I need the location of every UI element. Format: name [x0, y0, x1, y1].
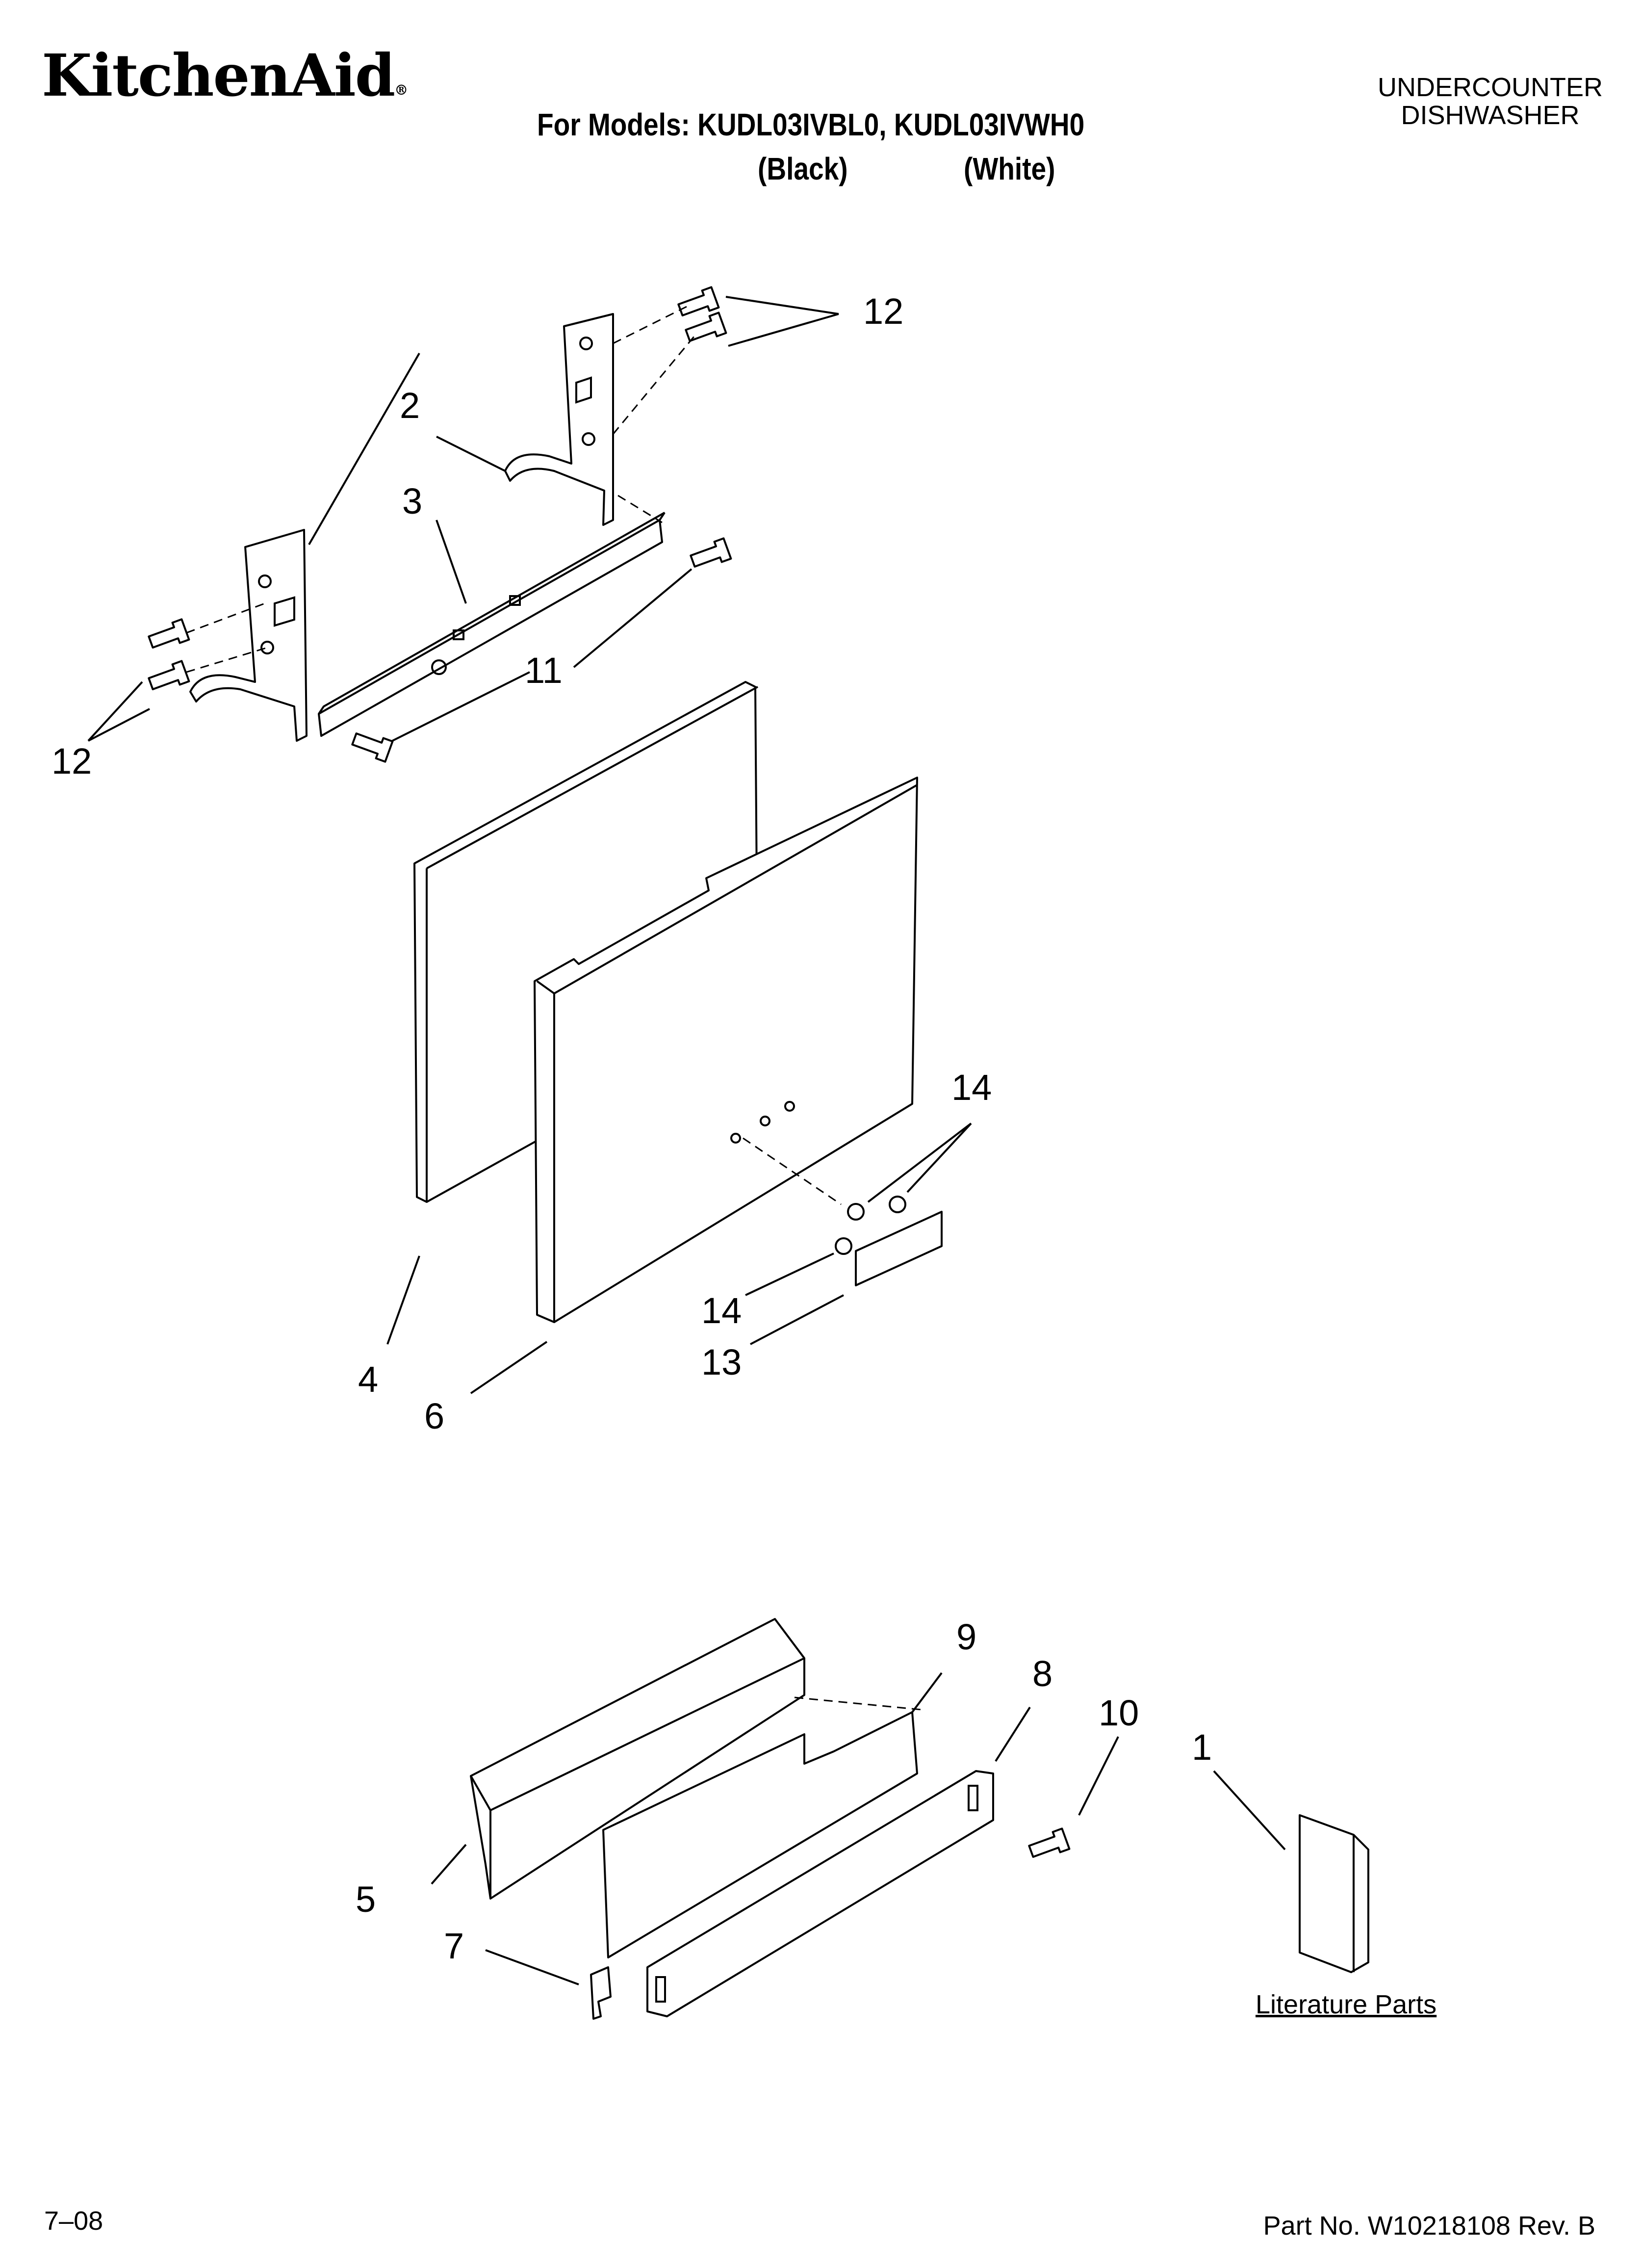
toe-insulation [602, 1711, 918, 1958]
kick-plate [646, 1770, 994, 2017]
callout-1: 1 [1192, 1727, 1212, 1768]
nuts-and-badge [835, 1196, 943, 1286]
hinge-bracket-left [189, 529, 308, 742]
callout-4: 4 [358, 1359, 379, 1400]
callout-13: 13 [701, 1342, 742, 1382]
date-code: 7–08 [44, 2206, 103, 2236]
callout-12-top: 12 [863, 291, 904, 332]
variant-white-label: (White) [964, 151, 1055, 186]
product-type: UNDERCOUNTER DISHWASHER [1378, 74, 1603, 129]
outer-door-panel [534, 777, 918, 1323]
callout-11: 11 [525, 650, 563, 691]
callout-12-left: 12 [51, 741, 92, 782]
callout-7: 7 [444, 1926, 464, 1966]
product-line-2: DISHWASHER [1401, 100, 1580, 130]
variant-black-label: (Black) [758, 151, 848, 186]
literature-booklet-icon [1299, 1814, 1369, 1973]
hinge-bracket-right [504, 313, 614, 526]
callout-6: 6 [424, 1396, 445, 1436]
part-number: Part No. W10218108 Rev. B [1263, 2211, 1595, 2241]
product-line-1: UNDERCOUNTER [1378, 73, 1603, 102]
toe-panel [470, 1618, 805, 1900]
callout-leaders [87, 296, 1286, 1985]
screws [148, 286, 1071, 1858]
retaining-clip [590, 1966, 612, 2020]
callout-10: 10 [1099, 1693, 1139, 1733]
models-title: For Models: KUDL03IVBL0, KUDL03IVWH0 [537, 107, 1085, 142]
callout-14-bottom: 14 [701, 1290, 742, 1331]
support-rail [318, 512, 666, 737]
literature-parts-label: Literature Parts [1256, 1990, 1437, 2019]
callout-8: 8 [1032, 1653, 1053, 1694]
kitchenaid-logo: KitchenAid® [42, 41, 408, 109]
callout-3: 3 [402, 481, 423, 521]
callout-2: 2 [400, 385, 420, 426]
callout-5: 5 [356, 1879, 376, 1920]
callout-9: 9 [956, 1616, 977, 1657]
callout-14-top: 14 [951, 1067, 992, 1108]
